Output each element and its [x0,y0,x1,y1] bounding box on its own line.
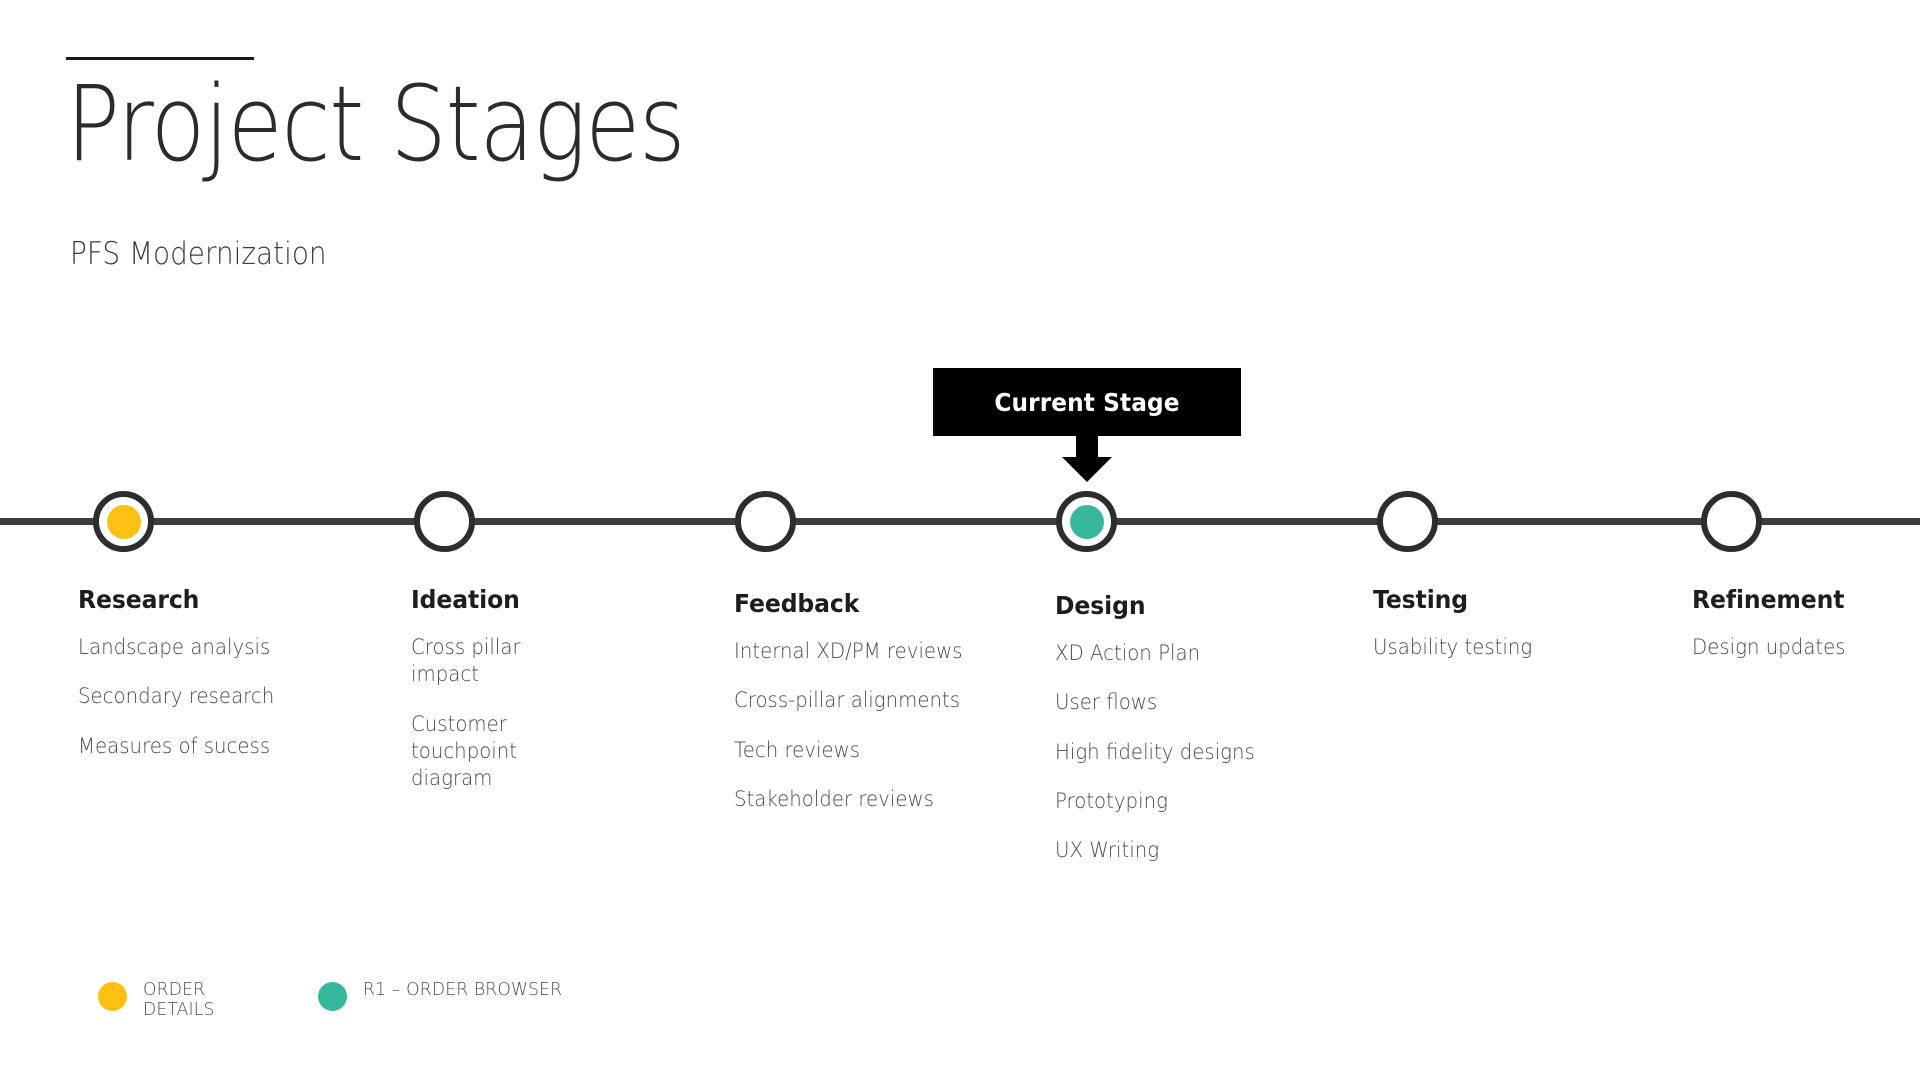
legend: ORDER DETAILS R1 – ORDER BROWSER [98,979,573,1021]
node-status-dot [106,504,141,539]
stage-title: Testing [1373,585,1469,614]
page-subtitle: PFS Modernization [70,236,327,272]
stage-item: Prototyping [1055,788,1168,813]
current-stage-label: Current Stage [994,387,1180,417]
stage-item: Stakeholder reviews [734,786,934,811]
stage-item: UX Writing [1055,838,1160,863]
stage-title: Ideation [411,585,520,614]
stage-title: Feedback [734,589,860,618]
stage-item: Internal XD/PM reviews [734,639,963,663]
stage-item: High fidelity designs [1055,739,1255,764]
stage-item: Tech reviews [734,737,861,762]
arrow-shaft [1076,436,1098,458]
title-rule [66,57,254,60]
stage-title: Design [1055,591,1146,620]
stage-item: Design updates [1692,635,1846,659]
stage-item-list: Usability testing [1373,634,1633,661]
legend-item: R1 – ORDER BROWSER [318,979,573,1011]
stage-item: Secondary research [78,684,275,709]
stage-item: Landscape analysis [78,635,271,659]
stage-item: User flows [1055,690,1158,715]
stage-item: XD Action Plan [1055,641,1201,665]
stage-item: Usability testing [1373,635,1533,659]
legend-item: ORDER DETAILS [98,979,218,1021]
timeline-node-research[interactable] [93,491,154,552]
timeline-node-feedback[interactable] [735,491,796,552]
node-status-dot [1069,504,1104,539]
stage-item: Cross-pillar alignments [734,688,961,713]
stage-title: Research [78,585,200,614]
timeline-node-design[interactable] [1056,491,1117,552]
stage-title: Refinement [1692,585,1845,614]
stage-item: Cross pillar impact [411,635,521,687]
timeline-node-refinement[interactable] [1701,491,1762,552]
current-stage-callout: Current Stage [933,368,1241,436]
timeline-node-testing[interactable] [1377,491,1438,552]
page-title: Project Stages [66,63,686,185]
current-stage-arrow-icon [1062,436,1112,482]
stage-item-list: Design updates [1692,634,1920,661]
stage-item: Measures of sucess [78,733,271,758]
timeline-axis-line [0,518,1920,525]
legend-label: ORDER DETAILS [143,979,215,1021]
legend-color-swatch [98,982,127,1011]
arrow-head [1062,457,1112,482]
stage-item: Customer touchpoint diagram [411,711,518,791]
legend-color-swatch [318,982,348,1011]
legend-label: R1 – ORDER BROWSER [363,979,563,1000]
timeline-node-ideation[interactable] [414,491,475,552]
